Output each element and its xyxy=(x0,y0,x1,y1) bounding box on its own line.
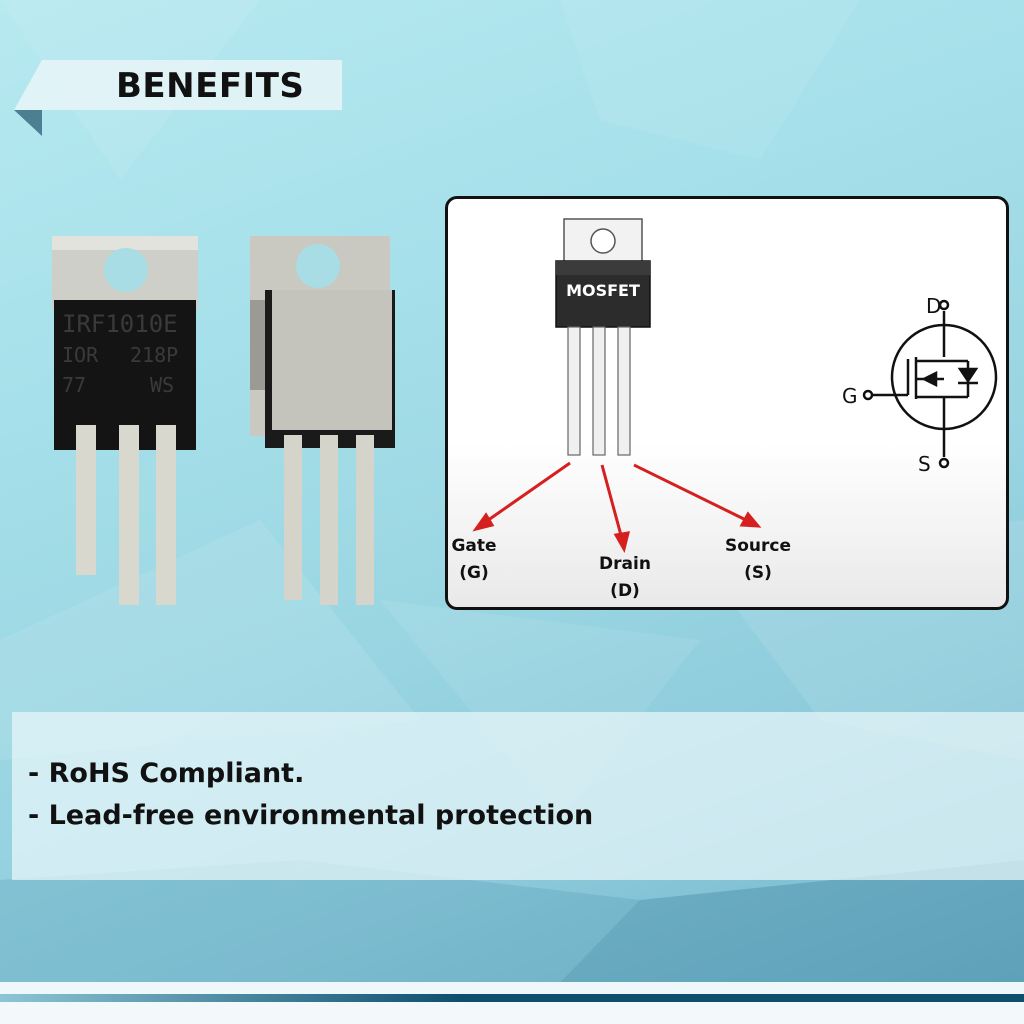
mosfet-symbol xyxy=(862,299,998,469)
pin-gate-abbr: (G) xyxy=(459,563,489,583)
benefit-item-lead-free: - Lead-free environmental protection xyxy=(28,800,594,831)
benefits-banner xyxy=(14,60,342,136)
bottom-stripe-base xyxy=(0,1002,1024,1024)
pinout-diagram: MOSFET xyxy=(445,196,1009,610)
transistor-front-image: IRF1010E IOR 218P 77 WS xyxy=(52,236,198,605)
marking-line5: WS xyxy=(150,373,174,397)
marking-line4: 77 xyxy=(62,373,86,397)
bottom-stripe-light xyxy=(0,982,1024,994)
symbol-gate-label: G xyxy=(842,384,858,408)
pin-label-gate: Gate (G) xyxy=(448,533,500,587)
page-title: BENEFITS xyxy=(116,66,305,106)
pin-label-drain: Drain (D) xyxy=(594,551,656,605)
bottom-stripe-dark xyxy=(0,994,1024,1002)
pin-source-abbr: (S) xyxy=(744,563,772,583)
mosfet-package-drawing: MOSFET xyxy=(472,218,998,553)
transistor-back-image xyxy=(250,236,395,605)
pin-source-name: Source xyxy=(724,536,792,556)
pin-gate-name: Gate xyxy=(451,536,497,556)
pin-label-source: Source (S) xyxy=(718,533,798,587)
pin-arrows xyxy=(472,461,762,553)
benefit-item-rohs: - RoHS Compliant. xyxy=(28,758,305,789)
marking-line1: IRF1010E xyxy=(62,310,178,338)
pin-drain-name: Drain xyxy=(599,554,651,574)
benefits-panel xyxy=(12,712,1024,880)
transistor-photo: IRF1010E IOR 218P 77 WS xyxy=(52,236,395,605)
symbol-source-label: S xyxy=(918,452,931,476)
package-label: MOSFET xyxy=(566,281,640,300)
marking-line2: IOR xyxy=(62,343,99,367)
pin-drain-abbr: (D) xyxy=(610,581,640,601)
symbol-drain-label: D xyxy=(926,294,941,318)
marking-line3: 218P xyxy=(130,343,178,367)
